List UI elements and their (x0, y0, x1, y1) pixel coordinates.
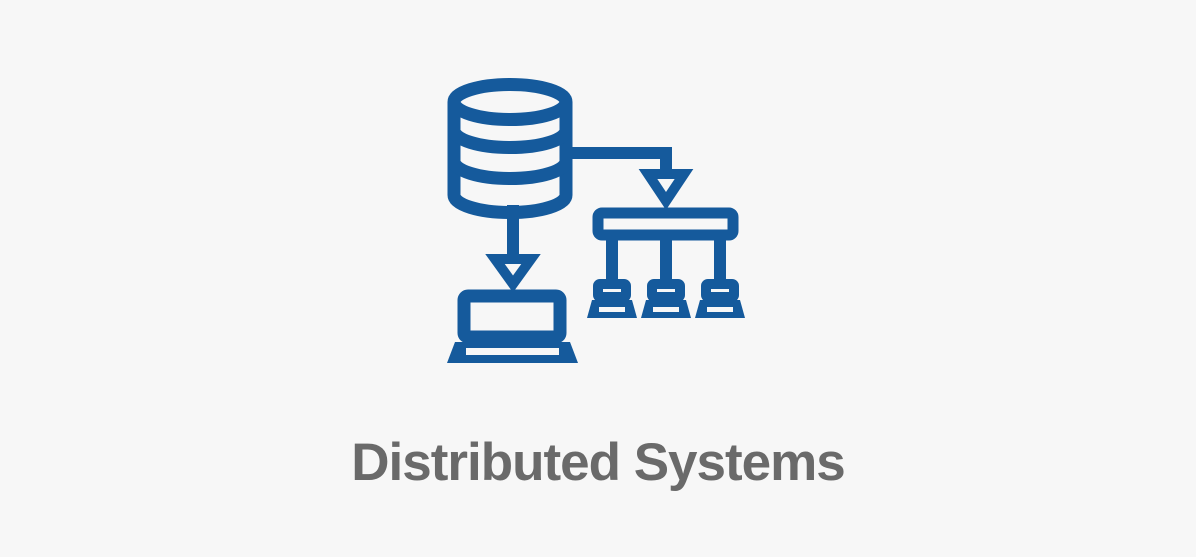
distributed-systems-illustration (440, 70, 750, 380)
laptop-icon (447, 289, 578, 363)
arrow-to-network-icon (560, 147, 694, 211)
database-icon (447, 78, 573, 219)
caption-title: Distributed Systems (351, 433, 845, 492)
terminal-nodes-icon (587, 279, 745, 318)
arrow-to-laptop-icon (485, 205, 541, 293)
network-hub-icon (592, 207, 739, 280)
distributed-systems-icon (447, 78, 750, 363)
terminal-node-icon (587, 279, 637, 318)
